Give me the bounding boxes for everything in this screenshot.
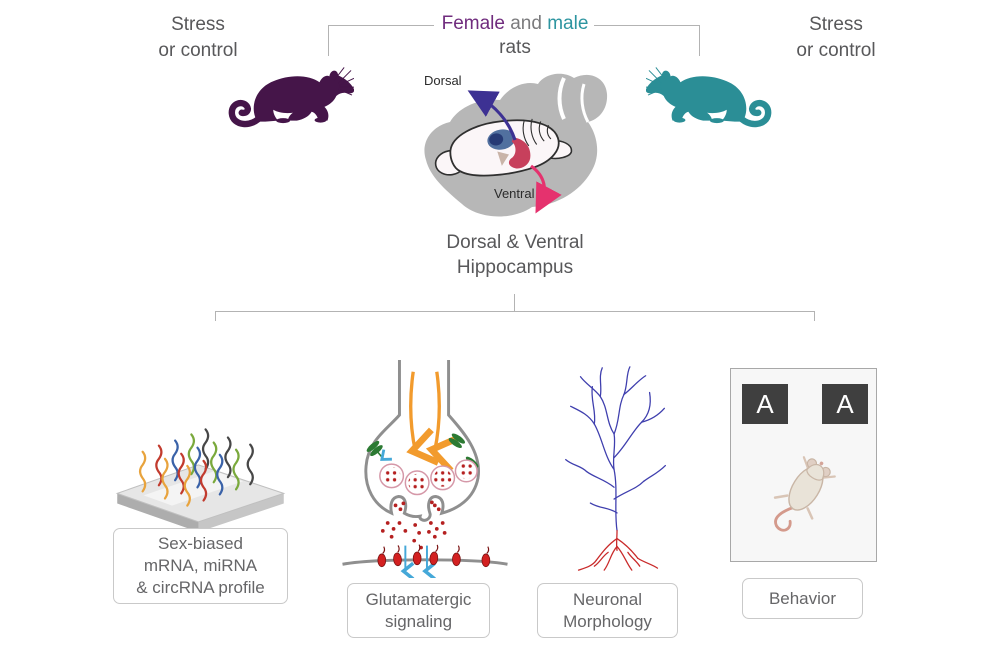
connector-bottom-horizontal bbox=[215, 311, 815, 312]
released-neurotransmitters bbox=[380, 500, 447, 557]
novel-object-a-left: A bbox=[742, 384, 788, 424]
dorsal-arrow bbox=[467, 90, 517, 141]
rat-tail bbox=[228, 99, 265, 128]
rat-foot bbox=[710, 118, 724, 124]
right-condition-label: Stress or control bbox=[796, 14, 876, 62]
neuron-morphology-icon bbox=[565, 366, 667, 571]
rna-strands bbox=[138, 428, 254, 507]
connector-bottom-right-tick bbox=[814, 311, 815, 321]
brain-sagittal bbox=[434, 118, 573, 177]
synapse-icon bbox=[342, 360, 508, 578]
behavior-arena: A A bbox=[730, 368, 877, 562]
rat-whiskers bbox=[333, 67, 354, 96]
figure-title: Female and male rats bbox=[405, 12, 625, 60]
connector-bottom-left-tick bbox=[215, 311, 216, 321]
feature-label-glutamatergic-signaling: Glutamatergic signaling bbox=[347, 583, 490, 638]
basal-dendrites bbox=[577, 530, 659, 571]
title-female: Female bbox=[441, 13, 505, 34]
novel-object-a-right: A bbox=[822, 384, 868, 424]
arena-rat-head bbox=[806, 463, 825, 481]
apical-dendrites bbox=[565, 366, 667, 532]
male-rat-icon bbox=[646, 67, 772, 128]
arena-rat-tail bbox=[774, 505, 796, 532]
connector-top-left-vertical bbox=[328, 25, 329, 56]
postsynaptic-membrane bbox=[342, 558, 508, 566]
connector-top-left-horizontal bbox=[328, 25, 434, 26]
rat-whiskers bbox=[646, 67, 667, 96]
dorsal-label: Dorsal bbox=[424, 73, 462, 88]
hippocampus-caption: Dorsal & Ventral Hippocampus bbox=[446, 232, 584, 278]
connector-bottom-center-vertical bbox=[514, 294, 515, 311]
left-condition-label: Stress or control bbox=[158, 14, 238, 62]
rat-head-brain-icon bbox=[424, 73, 608, 217]
ventral-arrow bbox=[530, 164, 562, 214]
rat-foot bbox=[673, 117, 686, 123]
incoming-signal-arrow bbox=[406, 371, 440, 466]
rat-body bbox=[646, 70, 747, 122]
rat-tail bbox=[735, 99, 772, 128]
postsynaptic-receptors bbox=[377, 544, 491, 568]
figure-title-line2: rats bbox=[499, 36, 531, 58]
title-male: male bbox=[547, 13, 589, 34]
feature-label-rna-profile: Sex-biased mRNA, miRNA & circRNA profile bbox=[113, 528, 288, 604]
female-rat-icon bbox=[228, 67, 354, 128]
connector-top-right-vertical bbox=[699, 25, 700, 56]
ventral-label: Ventral bbox=[494, 186, 535, 201]
feature-label-neuronal-morphology: Neuronal Morphology bbox=[537, 583, 678, 638]
arena-rat-icon bbox=[773, 456, 836, 532]
figure-title-line1: Female and male bbox=[405, 12, 625, 36]
microarray-chip-icon bbox=[115, 428, 286, 532]
vesicles bbox=[379, 459, 478, 496]
rat-foot bbox=[276, 118, 290, 124]
cerebellum-stripes bbox=[522, 118, 552, 147]
ventral-hippocampus bbox=[508, 137, 531, 169]
connector-top-right-horizontal bbox=[594, 25, 700, 26]
object-letter: A bbox=[756, 388, 774, 419]
rat-foot bbox=[314, 117, 327, 123]
feature-label-behavior: Behavior bbox=[742, 578, 863, 619]
brain-illustration: Dorsal Ventral bbox=[412, 64, 612, 230]
presynaptic-terminal-outline bbox=[364, 360, 480, 522]
object-letter: A bbox=[836, 388, 854, 419]
title-and: and bbox=[510, 13, 542, 34]
rat-body bbox=[253, 70, 354, 122]
incoming-signal-arrow bbox=[425, 371, 460, 474]
